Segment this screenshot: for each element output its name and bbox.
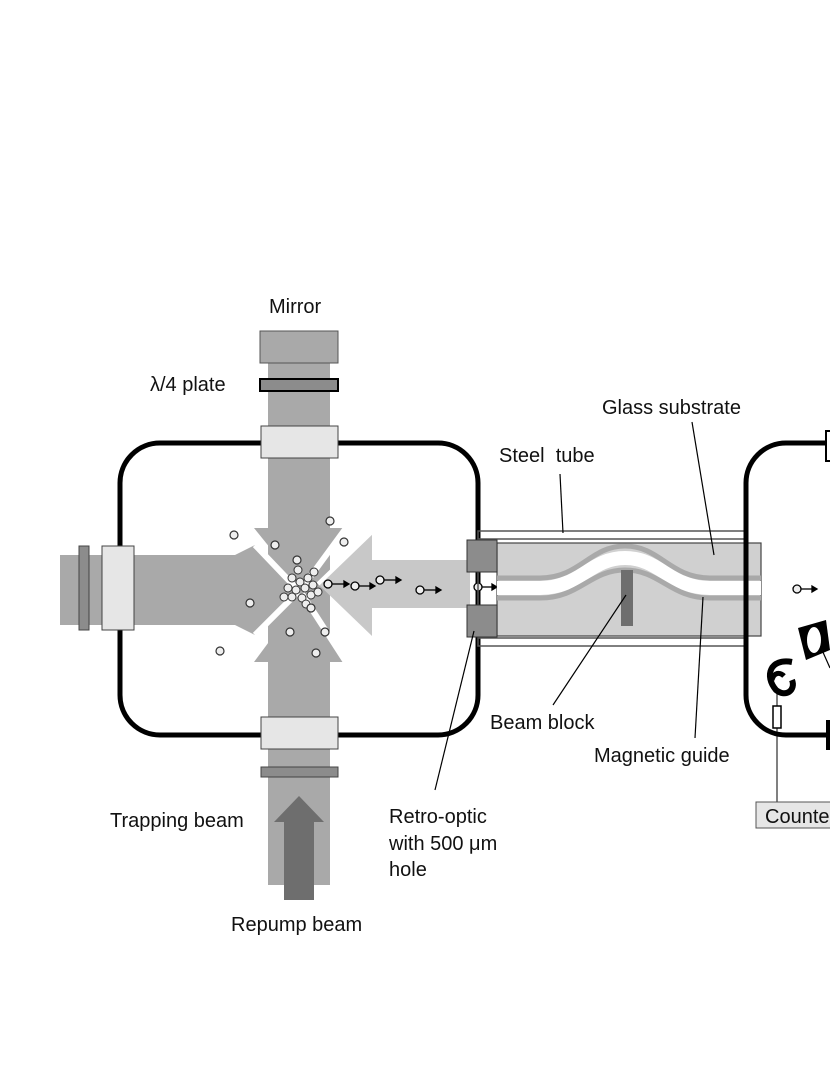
right-chamber-port xyxy=(825,430,830,462)
left-window xyxy=(78,545,90,631)
repump-beam-arrowhead xyxy=(274,796,324,822)
top-viewport xyxy=(260,425,339,459)
guide-channel xyxy=(497,550,761,595)
beam-block xyxy=(621,570,633,626)
beam-block-label: Beam block xyxy=(490,712,595,734)
leader-retro-optic xyxy=(434,630,475,791)
right-chamber-port-bottom xyxy=(826,720,830,750)
feedthrough xyxy=(772,705,782,729)
counter-label: Counter xyxy=(765,806,830,828)
trapping-beam-label: Trapping beam xyxy=(110,810,244,832)
leader-detector xyxy=(821,649,830,669)
leader-steel-tube xyxy=(559,473,564,534)
beam-gap xyxy=(316,530,374,586)
repump-beam-label: Repump beam xyxy=(231,914,362,936)
bottom-window xyxy=(260,766,339,778)
atom-cloud xyxy=(279,565,323,609)
beam-gap xyxy=(252,542,301,593)
retro-optic-label-1: Retro-optic xyxy=(389,806,487,828)
quarter-wave-plate-label: λ/4 plate xyxy=(150,374,226,396)
leader-beam-block xyxy=(552,594,627,706)
leader-glass-substrate xyxy=(691,421,715,556)
retro-beam xyxy=(370,560,470,608)
mirror xyxy=(259,330,339,364)
steel-tube-label: Steel tube xyxy=(499,445,595,467)
quarter-wave-plate xyxy=(259,378,339,392)
magnetic-guide-top xyxy=(497,543,761,581)
retro-optic-lower xyxy=(466,604,498,638)
magnetic-guide-label: Magnetic guide xyxy=(594,745,730,767)
bottom-viewport xyxy=(260,716,339,750)
glass-substrate-label: Glass substrate xyxy=(602,397,741,419)
arrow-from-bottom xyxy=(254,600,346,662)
repump-beam-shaft xyxy=(284,820,314,900)
retro-optic-label-3: hole xyxy=(389,859,427,881)
mirror-label: Mirror xyxy=(269,296,322,318)
leader-magnetic-guide xyxy=(694,596,704,739)
left-viewport xyxy=(101,545,135,631)
counter-box xyxy=(755,801,830,829)
retro-optic-upper xyxy=(466,539,498,573)
arrow-from-left xyxy=(225,545,295,635)
scattered-atoms xyxy=(215,516,349,658)
detector-icon xyxy=(766,620,830,697)
retro-optic-label-2: with 500 μm xyxy=(388,833,497,855)
